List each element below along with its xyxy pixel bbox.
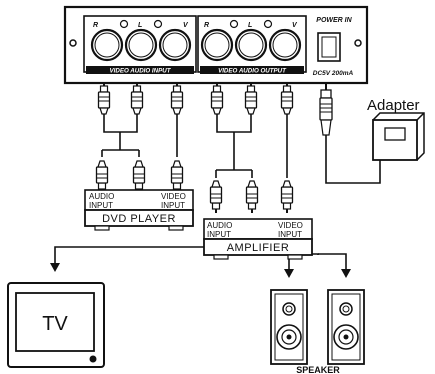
arrow-to-speaker-right: [341, 269, 351, 278]
plug-input-l: [130, 81, 144, 115]
jack-input-v: [158, 28, 192, 62]
tv: TV: [7, 282, 105, 368]
tv-screen: [15, 292, 95, 352]
amp-audio-label-2: INPUT: [207, 230, 231, 239]
jack-letter-input-r: R: [93, 22, 98, 29]
cable-amp-to-speaker-right: [318, 253, 347, 271]
jack-output-v: [268, 28, 302, 62]
speaker-left: [270, 289, 308, 365]
amp-audio-label-1: AUDIO: [207, 221, 232, 230]
amp-foot: [287, 254, 303, 260]
dvd-video-label-2: INPUT: [161, 201, 185, 210]
jack-input-r: [90, 28, 124, 62]
dvd-video-label-1: VIDEO: [161, 192, 186, 201]
output-label: VIDEO AUDIO OUTPUT: [218, 67, 287, 74]
dvd-plug-audio-l: [97, 161, 108, 193]
mount-hole-right: [354, 39, 362, 47]
input-label-band: [86, 66, 194, 74]
plug-input-v: [170, 81, 184, 115]
plug-output-v: [280, 81, 294, 115]
cable-amp-to-tv: [54, 238, 226, 265]
amp-foot: [213, 254, 229, 260]
cable-output-audio-top: [216, 114, 252, 133]
tv-power-indicator: [89, 355, 97, 363]
plug-output-r: [210, 81, 224, 115]
amp-name: AMPLIFIER: [227, 242, 290, 254]
jack-letter-output-l: L: [248, 22, 252, 29]
adapter-label: Adapter: [367, 97, 420, 114]
jack-letter-input-v: V: [183, 22, 189, 29]
mount-hole-left: [69, 39, 77, 47]
jack-output-r: [200, 28, 234, 62]
power-port-inner: [321, 36, 337, 58]
output-label-band: [200, 66, 304, 74]
dvd-foot: [168, 225, 184, 231]
led-indicator: [263, 19, 273, 29]
cable-power: [325, 135, 381, 184]
cable-input-audio-top: [103, 114, 138, 133]
arrows: [50, 263, 351, 278]
dvd-name: DVD PLAYER: [102, 213, 176, 225]
arrow-to-tv: [50, 263, 60, 272]
jack-input-l: [124, 28, 158, 62]
plug-output-l: [244, 81, 258, 115]
plug-input-r: [97, 81, 111, 115]
amp-name-band: [203, 238, 313, 256]
adapter-outlet: [384, 127, 406, 141]
led-indicator: [229, 19, 239, 29]
arrow-to-speaker-left: [284, 269, 294, 278]
speaker-right: [327, 289, 365, 365]
adapter: Adapter: [367, 97, 425, 161]
jack-letter-input-l: L: [138, 22, 142, 29]
power-plug: [319, 84, 333, 136]
input-label: VIDEO AUDIO INPUT: [110, 67, 172, 74]
dvd-foot: [94, 225, 110, 231]
led-indicator: [119, 19, 129, 29]
power-spec-label: DC5V 200mA: [313, 70, 354, 77]
jack-letter-output-v: V: [292, 22, 298, 29]
power-in-label: POWER IN: [316, 17, 352, 24]
amplifier: AUDIO INPUT VIDEO INPUT AMPLIFIER: [203, 181, 313, 260]
amp-plug-video: [282, 181, 293, 213]
amp-video-label-1: VIDEO: [278, 221, 303, 230]
speaker-label: SPEAKER: [296, 365, 340, 374]
dvd-name-band: [84, 209, 194, 227]
tv-label: TV: [42, 313, 68, 335]
amp-plug-audio-l: [211, 181, 222, 213]
dvd-plug-audio-r: [134, 161, 145, 193]
unit-plugs: [97, 81, 294, 115]
dvd-audio-label-1: AUDIO: [89, 192, 114, 201]
jack-output-l: [234, 28, 268, 62]
unit-panel: R L V R L V VIDEO AUDIO INPUT VIDEO AUDI…: [63, 5, 369, 85]
amp-video-label-2: INPUT: [278, 230, 302, 239]
dvd-audio-label-2: INPUT: [89, 201, 113, 210]
amp-plug-audio-r: [247, 181, 258, 213]
jack-letter-output-r: R: [204, 22, 209, 29]
dvd-plug-video: [172, 161, 183, 193]
dvd-player: AUDIO INPUT VIDEO INPUT DVD PLAYER: [84, 161, 194, 231]
led-indicator: [153, 19, 163, 29]
